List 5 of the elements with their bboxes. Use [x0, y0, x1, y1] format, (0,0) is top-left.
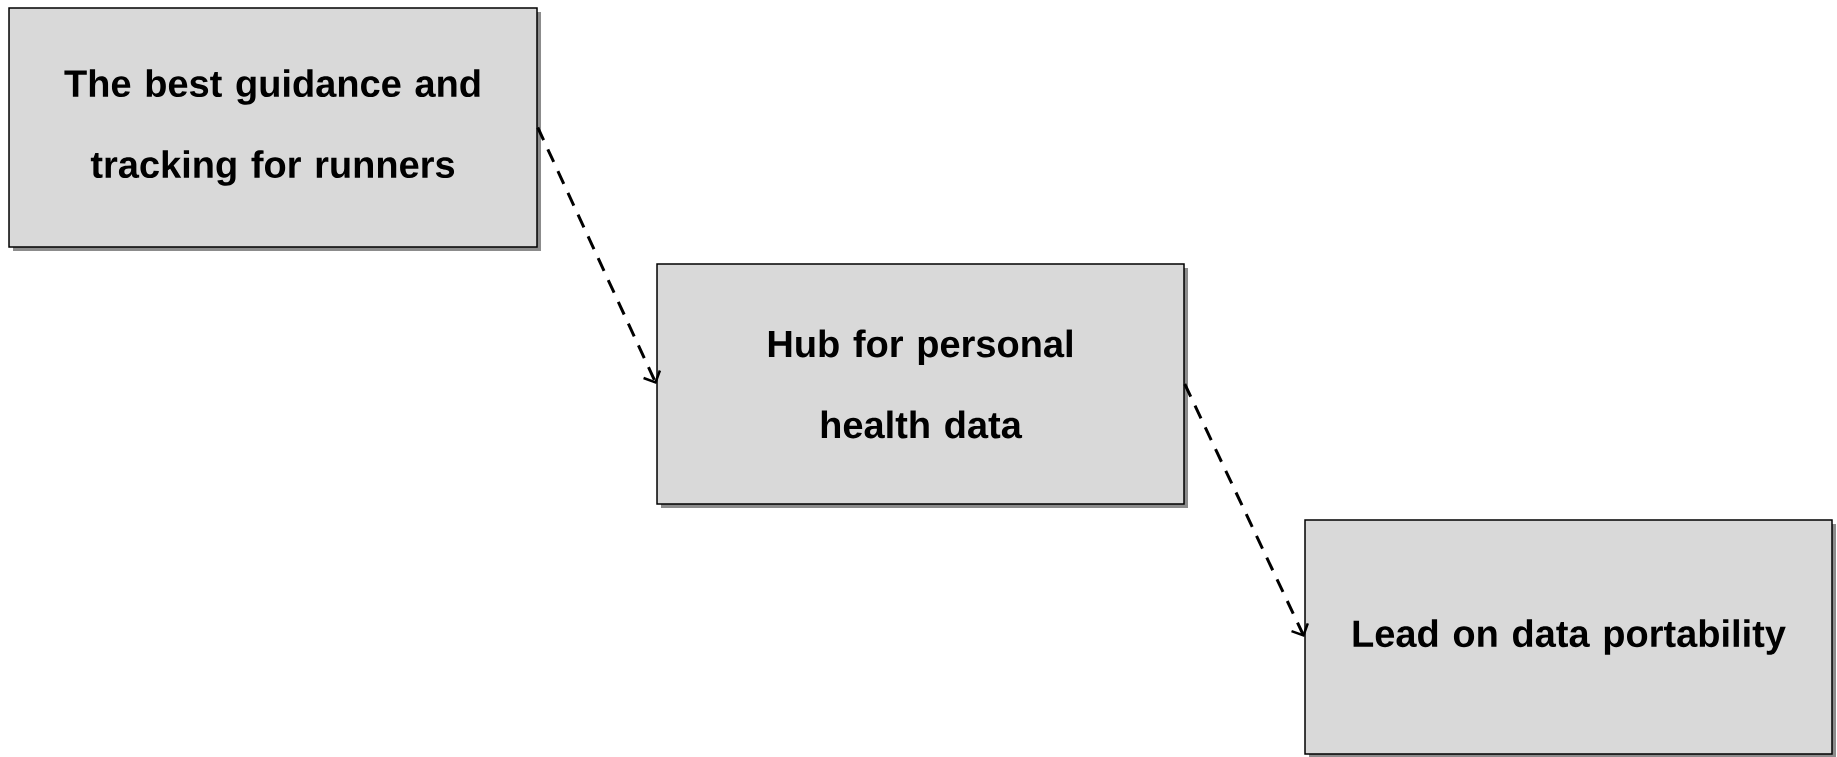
- process-box: The best guidance and tracking for runners: [8, 7, 541, 251]
- arrow: [1183, 383, 1309, 637]
- arrow: [536, 126, 662, 384]
- process-box: Lead on data portability: [1304, 519, 1836, 757]
- process-box: Hub for personal health data: [656, 263, 1188, 508]
